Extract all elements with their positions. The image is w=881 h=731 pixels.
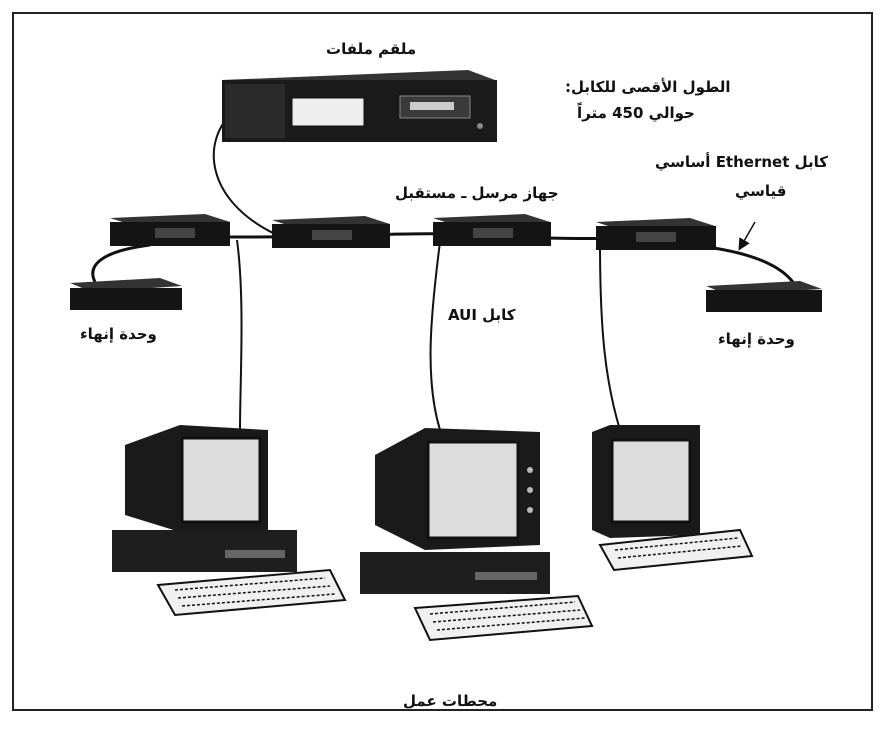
ethernet-cable-arrow <box>738 221 756 251</box>
ethernet-cable-label-line1: كابل Ethernet أساسي <box>655 153 828 171</box>
transceiver-icon-4 <box>596 218 716 250</box>
terminator-label-left: وحدة إنهاء <box>80 325 157 343</box>
diagram-frame <box>12 12 873 711</box>
terminator-label-right: وحدة إنهاء <box>718 330 795 348</box>
aui-cable-center <box>429 241 441 431</box>
left-terminator-cable <box>91 243 151 283</box>
transceiver-icon-1 <box>110 214 230 246</box>
aui-cable-right <box>599 241 621 431</box>
workstation-icon-3 <box>592 425 754 572</box>
workstation-icon-1 <box>112 425 347 617</box>
transceiver-icon-2 <box>272 216 390 248</box>
workstations-label: محطات عمل <box>403 692 498 710</box>
terminator-icon-right <box>706 281 822 312</box>
aui-cable-label: كابل AUI <box>448 306 516 324</box>
file-server-icon <box>222 70 497 142</box>
workstation-icon-2 <box>360 428 594 642</box>
file-server-label: ملقم ملفات <box>326 40 417 58</box>
transceiver-icon-3 <box>433 214 551 246</box>
right-terminator-cable <box>689 243 797 286</box>
max-length-label-line2: حوالي 450 متراً <box>577 104 695 122</box>
transceiver-label: جهاز مرسل ـ مستقبل <box>395 184 559 202</box>
terminator-icon-left <box>70 278 182 310</box>
aui-cable-left <box>236 239 243 431</box>
ethernet-cable-label-line2: قياسي <box>735 182 787 200</box>
max-length-label-line1: الطول الأقصى للكابل: <box>565 78 731 96</box>
